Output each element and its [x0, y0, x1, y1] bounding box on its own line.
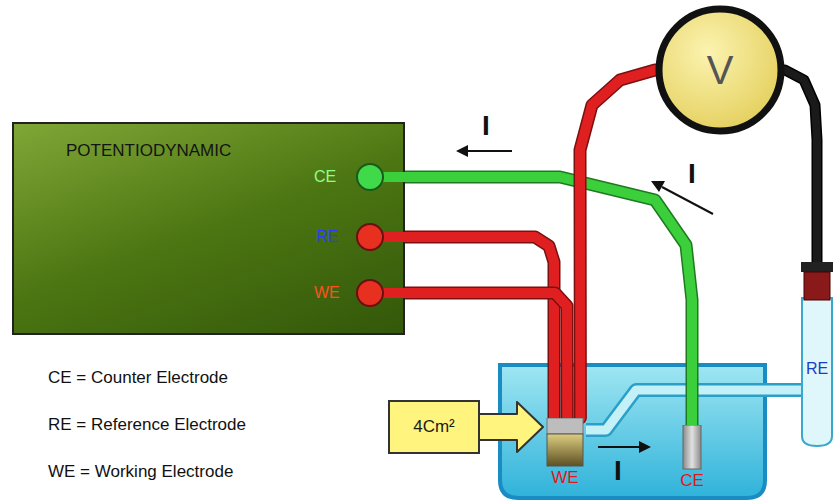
- potentiostat-box: POTENTIODYNAMIC CE RE WE: [12, 122, 405, 335]
- wire-outline: [785, 70, 817, 262]
- wire-outline: [405, 177, 692, 425]
- legend-note: WE = Working Electrode: [48, 462, 233, 482]
- current-arrow-line: [466, 150, 512, 152]
- port-circle: [357, 280, 383, 306]
- wire: [785, 70, 817, 262]
- device-title: POTENTIODYNAMIC: [66, 141, 231, 161]
- block-arrow: [476, 402, 543, 452]
- port-label: WE: [314, 284, 340, 302]
- area-callout: 4Cm²: [388, 400, 480, 454]
- current-label: I: [482, 110, 490, 142]
- current-arrow-head: [456, 145, 468, 157]
- electrode-cap: [804, 272, 830, 300]
- reference-sense-wire: [405, 237, 554, 418]
- electrode-cap: [801, 262, 833, 272]
- electrode-label: WE: [551, 468, 578, 488]
- voltmeter-wire: [580, 70, 655, 418]
- voltmeter-wire: [785, 70, 817, 262]
- electrode-glass: [802, 298, 832, 446]
- electrode-sample: [547, 434, 583, 466]
- callout-arrow: [476, 402, 543, 452]
- wire-outline: [405, 237, 554, 418]
- current-arrow-head: [651, 181, 665, 192]
- working-electrode: WE: [543, 418, 587, 490]
- wire: [405, 177, 692, 425]
- voltmeter-outline: [659, 9, 781, 131]
- electrode-label: RE: [806, 360, 828, 378]
- legend-note: CE = Counter Electrode: [48, 368, 228, 388]
- counter-wire: [405, 177, 692, 425]
- electrode-label: CE: [680, 471, 704, 491]
- counter-electrode: CE: [670, 425, 714, 492]
- current-label: I: [614, 455, 622, 487]
- current-label: I: [688, 158, 696, 190]
- wire-outline: [580, 70, 655, 418]
- electrode-cap: [547, 418, 583, 434]
- electrode-symbol: [798, 262, 836, 448]
- port-label: CE: [314, 168, 336, 186]
- port-circle: [357, 164, 383, 190]
- voltmeter: V: [655, 5, 785, 135]
- reference-electrode: RE: [798, 262, 836, 448]
- wire: [580, 70, 655, 418]
- wire: [405, 237, 554, 418]
- legend-note: RE = Reference Electrode: [48, 415, 246, 435]
- port-label: RE: [316, 228, 338, 246]
- current-arrow-head: [639, 441, 651, 453]
- electrode-rod: [683, 425, 701, 469]
- voltmeter-symbol: V: [707, 47, 734, 93]
- port-circle: [357, 224, 383, 250]
- current-arrow-line: [598, 446, 640, 448]
- area-value: 4Cm²: [413, 417, 455, 437]
